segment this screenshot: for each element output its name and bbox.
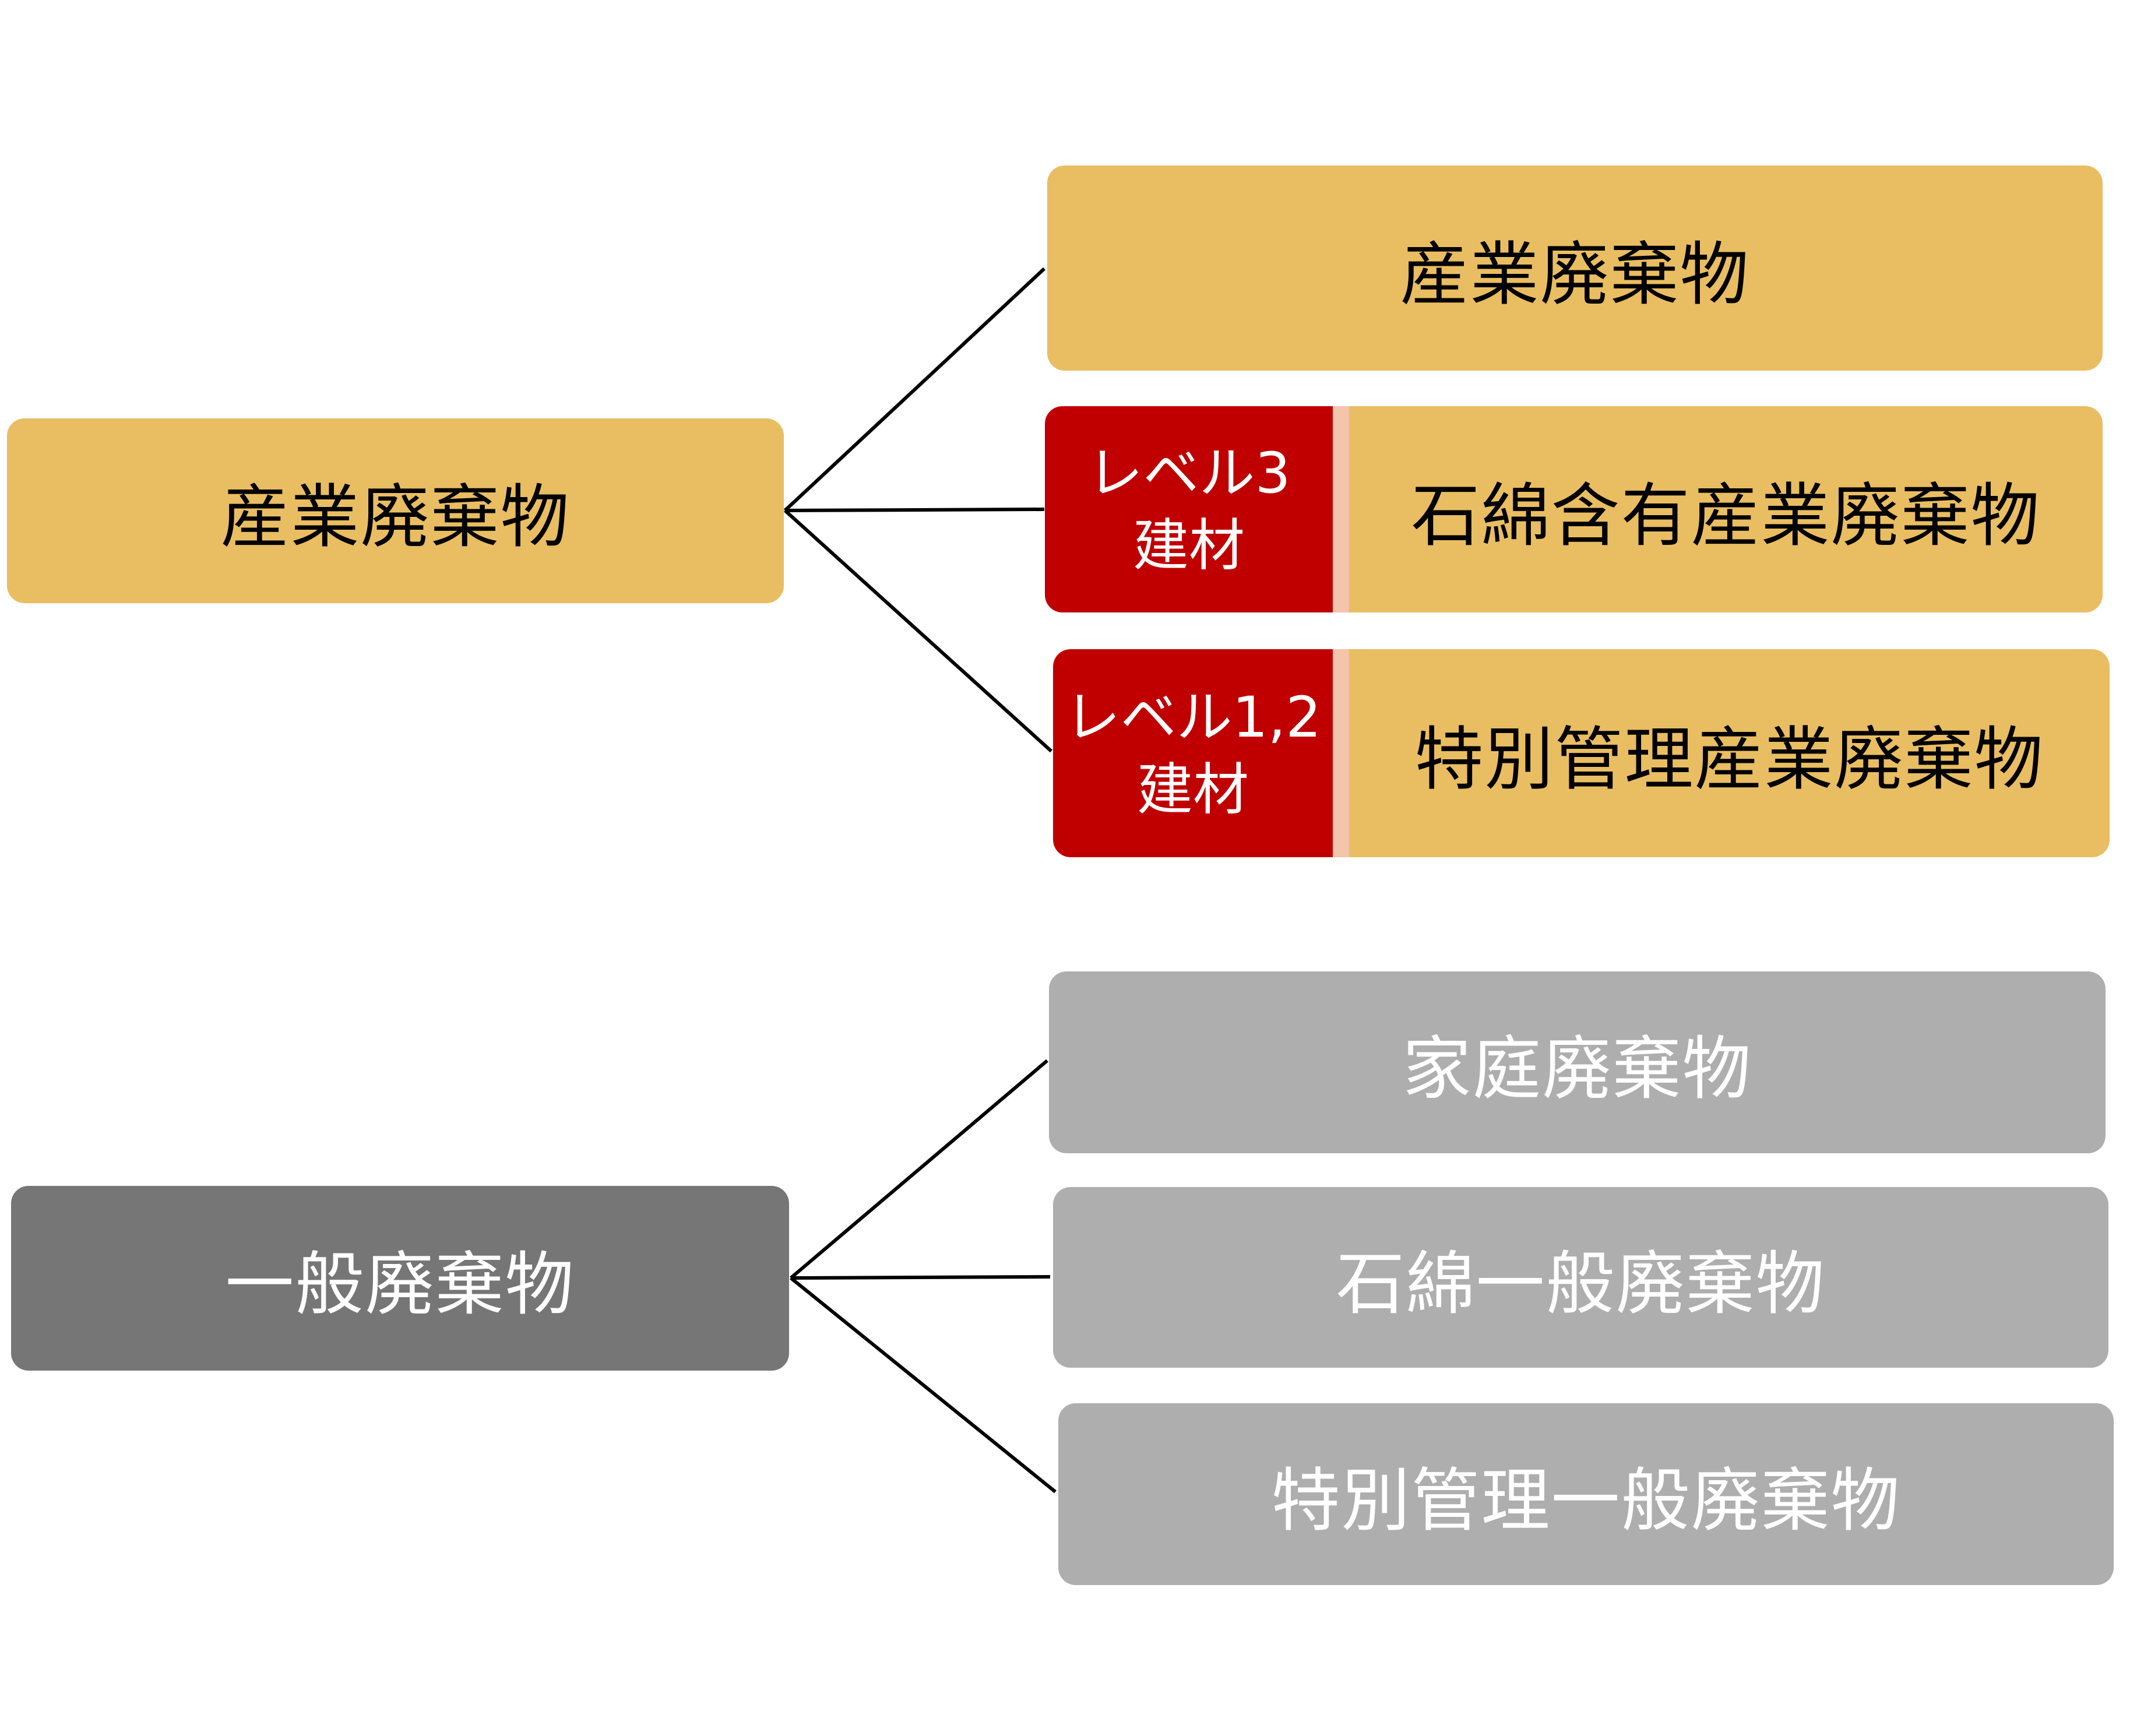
special-industrial-waste: レベル1,2 建材 特別管理産業廃棄物 xyxy=(1053,649,2110,857)
industrial-waste-child: 産業廃棄物 xyxy=(1047,165,2103,371)
industrial-waste-parent-label: 産業廃棄物 xyxy=(220,477,571,557)
special-general-waste: 特別管理一般廃棄物 xyxy=(1058,1403,2114,1585)
level3-material-tag: レベル3 建材 xyxy=(1045,406,1349,612)
industrial-waste-parent: 産業廃棄物 xyxy=(7,418,784,603)
asbestos-industrial-waste-label: 石綿含有産業廃棄物 xyxy=(1411,475,2041,556)
level12-material-tag: レベル1,2 建材 xyxy=(1053,649,1349,857)
special-industrial-waste-label: 特別管理産業廃棄物 xyxy=(1414,719,2044,800)
general-waste-parent-label: 一般廃棄物 xyxy=(225,1244,575,1325)
connector-industrial-2 xyxy=(784,508,1045,512)
tag-level-label: レベル3 xyxy=(1087,441,1291,506)
connector-general-1 xyxy=(790,1059,1048,1280)
tag-material-label: 建材 xyxy=(1133,513,1245,578)
asbestos-general-waste-label: 石綿一般廃棄物 xyxy=(1336,1243,1826,1324)
tag-level-label: レベル1,2 xyxy=(1064,684,1322,750)
connector-industrial-3 xyxy=(783,509,1053,753)
connector-general-3 xyxy=(790,1276,1057,1494)
asbestos-general-waste: 石綿一般廃棄物 xyxy=(1053,1187,2108,1368)
special-general-waste-label: 特別管理一般廃棄物 xyxy=(1271,1460,1901,1541)
connector-industrial-1 xyxy=(783,267,1046,512)
general-waste-parent: 一般廃棄物 xyxy=(11,1186,789,1371)
household-waste: 家庭廃棄物 xyxy=(1049,971,2106,1153)
household-waste-label: 家庭廃棄物 xyxy=(1402,1028,1752,1109)
industrial-waste-child-label: 産業廃棄物 xyxy=(1400,234,1750,315)
asbestos-industrial-waste: レベル3 建材 石綿含有産業廃棄物 xyxy=(1045,406,2103,612)
connector-general-2 xyxy=(790,1275,1051,1280)
tag-material-label: 建材 xyxy=(1137,756,1249,822)
